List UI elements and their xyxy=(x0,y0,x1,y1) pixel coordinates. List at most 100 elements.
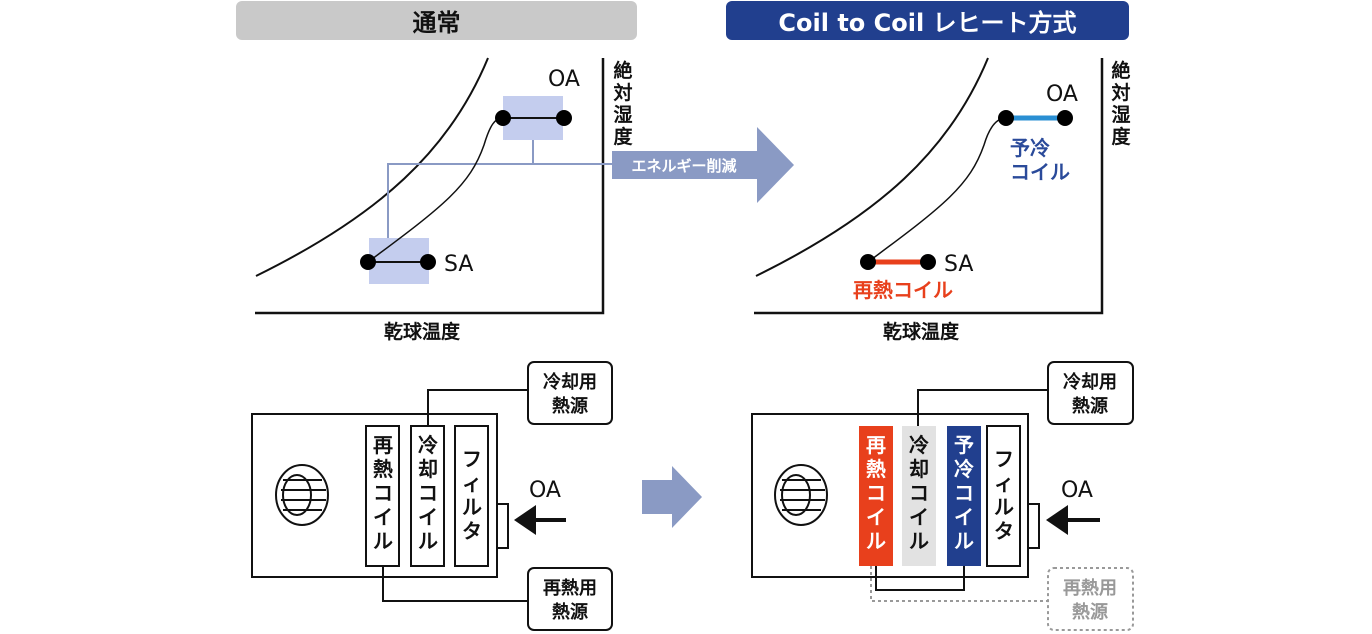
svg-text:フ: フ xyxy=(994,447,1014,471)
svg-text:イ: イ xyxy=(866,505,886,529)
left-sa-point-b xyxy=(420,254,436,270)
svg-text:熱: 熱 xyxy=(866,457,886,481)
svg-text:タ: タ xyxy=(994,519,1014,543)
svg-text:イ: イ xyxy=(373,505,393,529)
left-saturation-curve xyxy=(255,57,489,277)
right-y-axis-label: 絶 対 湿 度 xyxy=(1110,59,1131,148)
left-cooling-coil xyxy=(410,425,445,567)
svg-text:冷: 冷 xyxy=(418,433,438,457)
svg-text:ル: ル xyxy=(462,495,482,519)
right-reheat-source-box-unused xyxy=(1047,567,1134,631)
svg-text:ル: ル xyxy=(954,529,974,553)
svg-text:ル: ル xyxy=(866,529,886,553)
right-filter xyxy=(986,425,1021,567)
svg-text:再熱用: 再熱用 xyxy=(1063,577,1117,599)
svg-text:ィ: ィ xyxy=(994,471,1014,495)
right-precool-coil-label: 予 冷 コ イ ル xyxy=(954,433,974,553)
right-cooling-pipe xyxy=(917,389,1048,426)
fan-icon xyxy=(275,464,329,526)
right-oa-point-b xyxy=(1057,110,1073,126)
svg-text:フ: フ xyxy=(462,447,482,471)
transition-arrow xyxy=(642,466,702,528)
header-coil-to-coil: Coil to Coil レヒート方式 xyxy=(726,1,1129,40)
left-oa-inlet-arrow xyxy=(514,505,566,535)
energy-reduction-label: エネルギー削減 xyxy=(631,157,736,175)
right-oa-inlet-label: OA xyxy=(1061,478,1093,503)
left-oa-inlet-label: OA xyxy=(529,478,561,503)
right-saturation-curve xyxy=(755,57,989,277)
svg-text:絶: 絶 xyxy=(1111,59,1130,82)
left-oa-point-b xyxy=(556,110,572,126)
right-precool-coil xyxy=(947,426,981,566)
left-reheat-source-label: 再熱用 熱源 xyxy=(543,577,597,623)
reheat-coil-label: 再熱コイル xyxy=(853,278,953,302)
left-filter xyxy=(454,425,489,567)
svg-text:タ: タ xyxy=(462,519,482,543)
svg-text:再: 再 xyxy=(866,433,886,457)
left-y-axis-label: 絶 対 湿 度 xyxy=(612,59,633,148)
right-oa-point-a xyxy=(998,110,1014,126)
right-reheat-coil-label: 再 熱 コ イ ル xyxy=(866,433,886,553)
svg-text:ル: ル xyxy=(909,529,929,553)
svg-text:度: 度 xyxy=(1111,125,1131,148)
svg-text:ィ: ィ xyxy=(462,471,482,495)
left-process-curve xyxy=(367,117,504,263)
left-cooling-source-box xyxy=(527,361,613,425)
right-oa-inlet-arrow xyxy=(1046,505,1100,535)
svg-text:熱源: 熱源 xyxy=(552,395,588,417)
svg-text:却: 却 xyxy=(909,457,929,481)
svg-text:コ: コ xyxy=(909,481,929,505)
svg-text:再: 再 xyxy=(373,433,393,457)
left-sa-point-a xyxy=(360,254,376,270)
left-psychro-chart: OA SA 乾球温度 絶 対 湿 度 xyxy=(255,57,633,343)
right-sa-point-b xyxy=(920,254,936,270)
svg-text:対: 対 xyxy=(612,81,632,104)
svg-text:再熱用: 再熱用 xyxy=(543,577,597,599)
svg-text:イ: イ xyxy=(954,505,974,529)
svg-text:熱: 熱 xyxy=(373,457,393,481)
svg-text:湿: 湿 xyxy=(613,104,632,126)
right-cooling-coil-label: 冷 却 コ イ ル xyxy=(909,433,929,553)
svg-text:熱源: 熱源 xyxy=(1072,601,1108,623)
right-process-curve xyxy=(867,117,1007,263)
left-reheat-source-box xyxy=(527,567,613,631)
svg-text:ル: ル xyxy=(418,529,438,553)
left-reheat-coil-label: 再 熱 コ イ ル xyxy=(373,433,393,553)
svg-text:イ: イ xyxy=(909,505,929,529)
svg-text:絶: 絶 xyxy=(613,59,632,82)
right-x-axis-label: 乾球温度 xyxy=(883,320,960,343)
svg-text:ル: ル xyxy=(373,529,393,553)
energy-reduction-arrow: エネルギー削減 xyxy=(612,127,794,203)
svg-text:ル: ル xyxy=(994,495,1014,519)
svg-text:冷却用: 冷却用 xyxy=(543,371,597,393)
left-cooling-pipe xyxy=(427,389,528,426)
svg-text:コ: コ xyxy=(418,481,438,505)
right-axes xyxy=(754,58,1104,315)
right-sa-point-a xyxy=(860,254,876,270)
right-cooling-coil xyxy=(902,426,936,566)
right-inlet-duct xyxy=(1027,503,1040,549)
right-psychro-chart: OA SA 予冷 コイル 再熱コイル 乾球温度 絶 対 湿 度 xyxy=(754,57,1131,343)
fan-icon xyxy=(774,464,828,526)
svg-text:コ: コ xyxy=(866,481,886,505)
left-x-axis-label: 乾球温度 xyxy=(384,320,461,343)
svg-text:コ: コ xyxy=(954,481,974,505)
left-inlet-duct xyxy=(496,503,509,549)
right-air-handler: 冷却用 熱源 再熱用 熱源 再 熱 コ イ ル 冷 却 コ イ ル xyxy=(751,361,1134,631)
svg-text:対: 対 xyxy=(1110,81,1130,104)
left-oa-point-a xyxy=(495,110,511,126)
left-oa-label: OA xyxy=(548,67,580,92)
svg-text:却: 却 xyxy=(418,457,438,481)
coil-to-coil-loop xyxy=(875,566,965,591)
right-reheat-pipe-unused xyxy=(870,566,1048,602)
svg-text:熱源: 熱源 xyxy=(1072,395,1108,417)
energy-bracket-line xyxy=(387,140,612,238)
left-sa-label: SA xyxy=(444,252,473,277)
svg-text:コイル: コイル xyxy=(1010,160,1070,184)
left-cooling-coil-label: 冷 却 コ イ ル xyxy=(418,433,438,553)
svg-text:コ: コ xyxy=(373,481,393,505)
svg-text:熱源: 熱源 xyxy=(552,601,588,623)
right-sa-label: SA xyxy=(944,252,973,277)
right-reheat-source-label: 再熱用 熱源 xyxy=(1063,577,1117,623)
precool-coil-label: 予冷 コイル xyxy=(1010,136,1070,184)
